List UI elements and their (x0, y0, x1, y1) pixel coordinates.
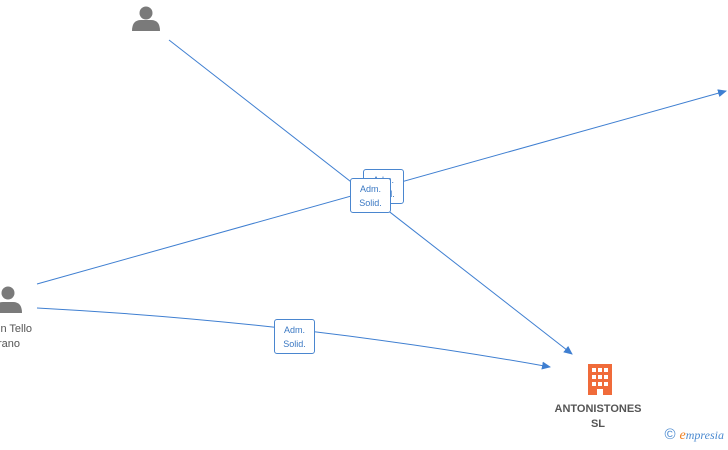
company-label-line2: SL (590, 418, 606, 430)
edge-label-line2: Solid. (283, 339, 306, 349)
person-left-label-line2: rano (0, 338, 21, 350)
copyright-symbol: © (664, 426, 676, 443)
empresia-logo-text: mpresia (685, 428, 724, 442)
edge-label-line1: Adm. (283, 325, 305, 335)
company-label[interactable]: ANTONISTONES SL (538, 402, 658, 432)
person-icon[interactable] (132, 6, 160, 32)
person-left-label-line1: in Tello (0, 323, 33, 335)
edge-label-line2: Solid. (359, 198, 382, 208)
building-icon[interactable] (588, 364, 612, 395)
edge-label-line1: Adm. (359, 184, 381, 194)
person-left-label[interactable]: in Tello rano (0, 322, 42, 352)
empresia-watermark: ©empresia (664, 426, 724, 444)
person-icon[interactable] (0, 286, 22, 314)
company-label-line1: ANTONISTONES (554, 403, 642, 415)
empresia-logo-e: e (679, 428, 686, 443)
edge-label-bottom[interactable]: Adm. Solid. (274, 319, 315, 354)
edge-label-front[interactable]: Adm. Solid. (350, 178, 391, 213)
